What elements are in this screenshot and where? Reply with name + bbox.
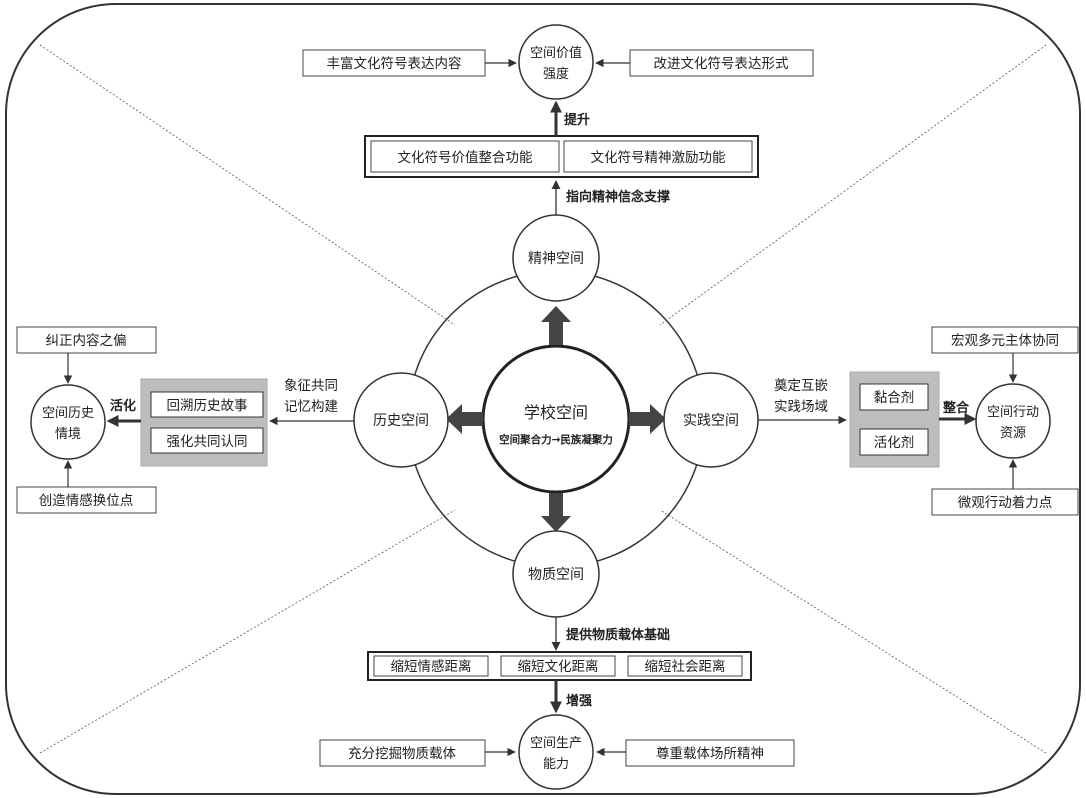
left-item-1: 回溯历史故事	[167, 398, 248, 414]
right-item-1: 黏合剂	[874, 390, 915, 406]
bottom-goal-circle	[518, 714, 594, 790]
top-function-2-box	[563, 140, 753, 173]
left-item-2-box	[150, 427, 264, 454]
right-item-2: 活化剂	[874, 435, 915, 451]
spirit-space-label: 精神空间	[528, 251, 584, 267]
right-goal-line2: 资源	[1000, 426, 1026, 441]
left-activate-label: 活化	[110, 398, 136, 414]
material-space-label: 物质空间	[528, 567, 584, 583]
practice-space-label: 实践空间	[683, 413, 739, 429]
diagonal-lines	[39, 44, 1047, 754]
top-function-1: 文化符号价值整合功能	[398, 150, 533, 166]
center-subtitle: 空间聚合力→民族凝聚力	[499, 433, 613, 446]
left-item-1-box	[150, 391, 264, 418]
right-link-label-line1: 奠定互嵌	[774, 378, 828, 394]
bottom-link-label: 提供物质载体基础	[566, 627, 670, 643]
left-goal-line2: 情境	[55, 427, 81, 442]
center-arrows	[446, 306, 666, 532]
right-item-2-box	[859, 428, 929, 456]
right-goal-line1: 空间行动	[987, 405, 1039, 420]
top-link-label: 指向精神信念支撑	[566, 189, 670, 205]
right-link-label-line2: 实践场域	[774, 399, 828, 415]
history-space-circle	[353, 372, 449, 468]
left-goal-circle	[30, 384, 106, 460]
left-top-input: 纠正内容之偏	[46, 332, 127, 349]
top-goal-line2: 强度	[543, 66, 569, 82]
right-bottom-input-box	[931, 488, 1079, 516]
top-left-input: 丰富文化符号表达内容	[327, 55, 462, 72]
left-bottom-input-box	[16, 486, 157, 514]
bottom-item-2-box	[500, 655, 616, 677]
left-goal-line1: 空间历史	[42, 406, 94, 421]
top-goal-line1: 空间价值	[530, 45, 582, 61]
top-boost-label: 提升	[564, 112, 590, 128]
right-integrate-label: 整合	[942, 400, 970, 416]
left-top-input-box	[16, 326, 157, 354]
bottom-item-2: 缩短文化距离	[518, 658, 599, 675]
top-goal-circle	[518, 24, 594, 100]
bottom-goal-line2: 能力	[543, 757, 569, 772]
right-item-1-box	[859, 383, 929, 411]
bottom-item-1-box	[373, 655, 489, 677]
bottom-enhance-label: 增强	[566, 693, 592, 709]
top-right-input: 改进文化符号表达形式	[654, 56, 789, 72]
top-left-input-box	[302, 49, 486, 77]
left-item-2: 强化共同认同	[167, 434, 248, 450]
bottom-item-3-box	[627, 655, 743, 677]
outer-frame	[5, 3, 1081, 795]
right-goal-circle	[975, 383, 1051, 459]
right-top-input-box	[931, 326, 1079, 354]
bottom-right-input-box	[625, 739, 795, 767]
top-function-1-box	[370, 140, 560, 173]
bottom-left-input-box	[319, 739, 486, 767]
right-bottom-input: 微观行动着力点	[958, 494, 1053, 511]
left-bottom-input: 创造情感换位点	[39, 492, 134, 509]
bottom-left-input: 充分挖掘物质载体	[348, 746, 456, 762]
left-link-label-line2: 记忆构建	[284, 399, 338, 415]
bottom-goal-line1: 空间生产	[530, 736, 582, 751]
left-link-label-line1: 象征共同	[284, 378, 338, 394]
bottom-item-3: 缩短社会距离	[645, 658, 726, 675]
center-title: 学校空间	[524, 403, 588, 422]
history-space-label: 历史空间	[373, 413, 429, 429]
top-function-2: 文化符号精神激励功能	[591, 150, 726, 166]
right-top-input: 宏观多元主体协同	[951, 332, 1059, 349]
bottom-item-1: 缩短情感距离	[391, 658, 472, 675]
bottom-right-input: 尊重载体场所精神	[656, 746, 764, 762]
top-right-input-box	[629, 49, 814, 77]
